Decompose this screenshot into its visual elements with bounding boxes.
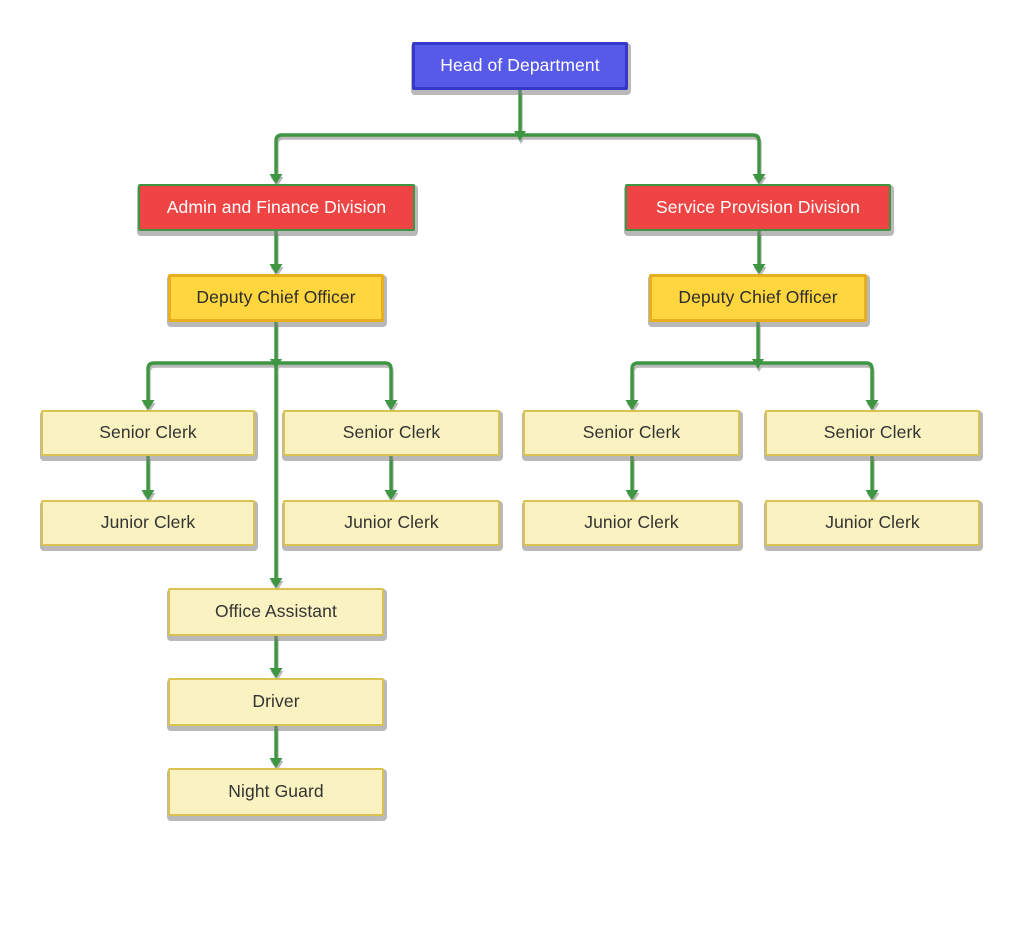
node-senior-clerk-right-2: Senior Clerk: [765, 410, 980, 456]
arrowhead: [752, 264, 766, 274]
arrowhead: [269, 264, 283, 274]
arrowhead: [384, 490, 398, 500]
arrowhead: [141, 400, 155, 410]
edge-deputyL-srL1: [146, 361, 276, 400]
node-junior-clerk-left-2: Junior Clerk: [283, 500, 500, 546]
junction-chevron: [752, 359, 764, 369]
arrowhead: [625, 400, 639, 410]
junction-chevron: [270, 359, 282, 369]
edge-deputyR-srR1: [630, 361, 758, 400]
node-senior-clerk-left-1: Senior Clerk: [41, 410, 255, 456]
arrowhead: [269, 758, 283, 768]
edge-deputyR-srR2: [758, 361, 874, 400]
node-deputy-chief-officer-left: Deputy Chief Officer: [168, 274, 384, 322]
arrowhead: [865, 400, 879, 410]
node-night-guard: Night Guard: [168, 768, 384, 816]
node-admin-finance-division: Admin and Finance Division: [138, 184, 415, 231]
junction-chevron: [514, 131, 526, 141]
node-office-assistant: Office Assistant: [168, 588, 384, 636]
node-senior-clerk-right-1: Senior Clerk: [523, 410, 740, 456]
node-head-of-department: Head of Department: [412, 42, 628, 90]
node-driver: Driver: [168, 678, 384, 726]
arrowhead: [865, 490, 879, 500]
arrowhead: [269, 578, 283, 588]
arrowhead: [752, 174, 766, 184]
arrowhead: [269, 174, 283, 184]
node-junior-clerk-right-1: Junior Clerk: [523, 500, 740, 546]
arrowhead: [141, 490, 155, 500]
arrowhead: [625, 490, 639, 500]
edge-deputyL-srL2: [276, 361, 393, 400]
node-deputy-chief-officer-right: Deputy Chief Officer: [649, 274, 867, 322]
node-junior-clerk-right-2: Junior Clerk: [765, 500, 980, 546]
edge-head-service: [520, 133, 761, 174]
node-service-provision-division: Service Provision Division: [625, 184, 891, 231]
node-senior-clerk-left-2: Senior Clerk: [283, 410, 500, 456]
arrowhead: [269, 668, 283, 678]
edge-head-admin: [274, 133, 520, 174]
node-junior-clerk-left-1: Junior Clerk: [41, 500, 255, 546]
arrowhead: [384, 400, 398, 410]
